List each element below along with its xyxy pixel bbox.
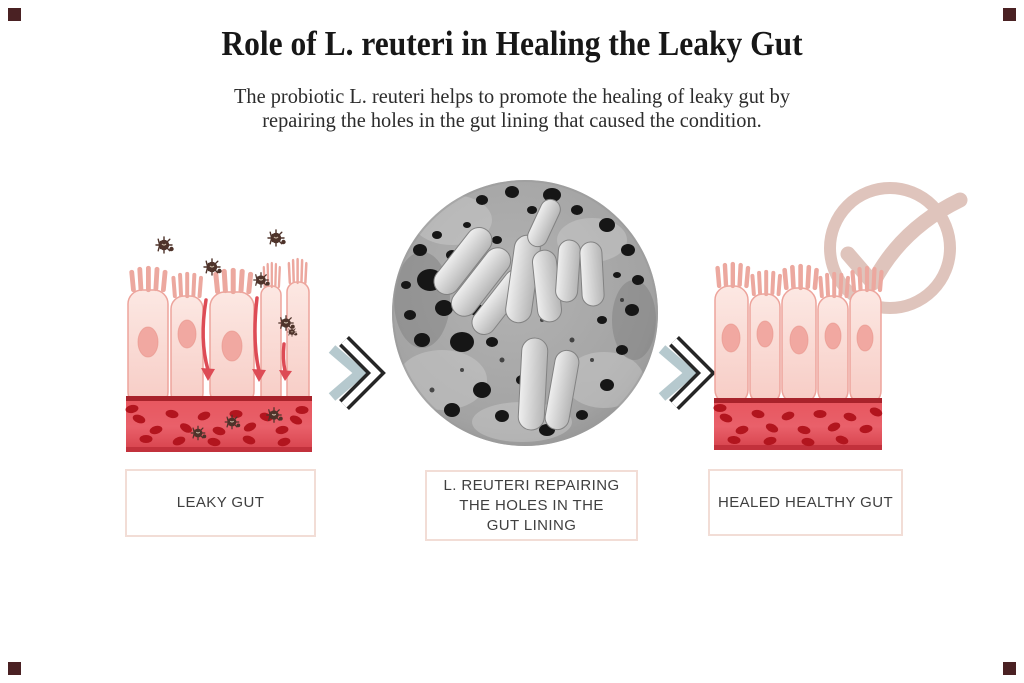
sem-micrograph-image: [392, 180, 658, 446]
corner-accent-square: [8, 8, 21, 21]
label-box-healed-gut: HEALED HEALTHY GUT: [708, 469, 903, 536]
corner-accent-square: [8, 662, 21, 675]
corner-accent-square: [1003, 662, 1016, 675]
label-box-leaky-gut: LEAKY GUT: [125, 469, 316, 537]
page-title: Role of L. reuteri in Healing the Leaky …: [221, 24, 803, 63]
leak-arrows: [201, 296, 287, 373]
page-subtitle: The probiotic L. reuteri helps to promot…: [15, 84, 1008, 132]
bacteria-rods: [433, 198, 605, 431]
label-line: L. REUTERI REPAIRING: [443, 476, 620, 494]
chevron-right-icon: [322, 331, 386, 411]
corner-accent-square: [1003, 8, 1016, 21]
blood-cells: [713, 404, 883, 447]
chevron-right-icon: [652, 331, 716, 411]
blood-cells: [125, 404, 309, 447]
healthy-gut-illustration: [713, 222, 884, 450]
label-line: LEAKY GUT: [176, 494, 265, 511]
label-line: GUT LINING: [486, 516, 577, 534]
leaky-gut-illustration: [125, 229, 312, 452]
label-box-l-reuteri: L. REUTERI REPAIRING THE HOLES IN THE GU…: [425, 470, 638, 541]
subtitle-line: The probiotic L. reuteri helps to promot…: [233, 84, 791, 108]
label-line: HEALED HEALTHY GUT: [717, 493, 894, 511]
subtitle-line: repairing the holes in the gut lining th…: [262, 108, 762, 132]
label-line: THE HOLES IN THE: [459, 496, 604, 514]
